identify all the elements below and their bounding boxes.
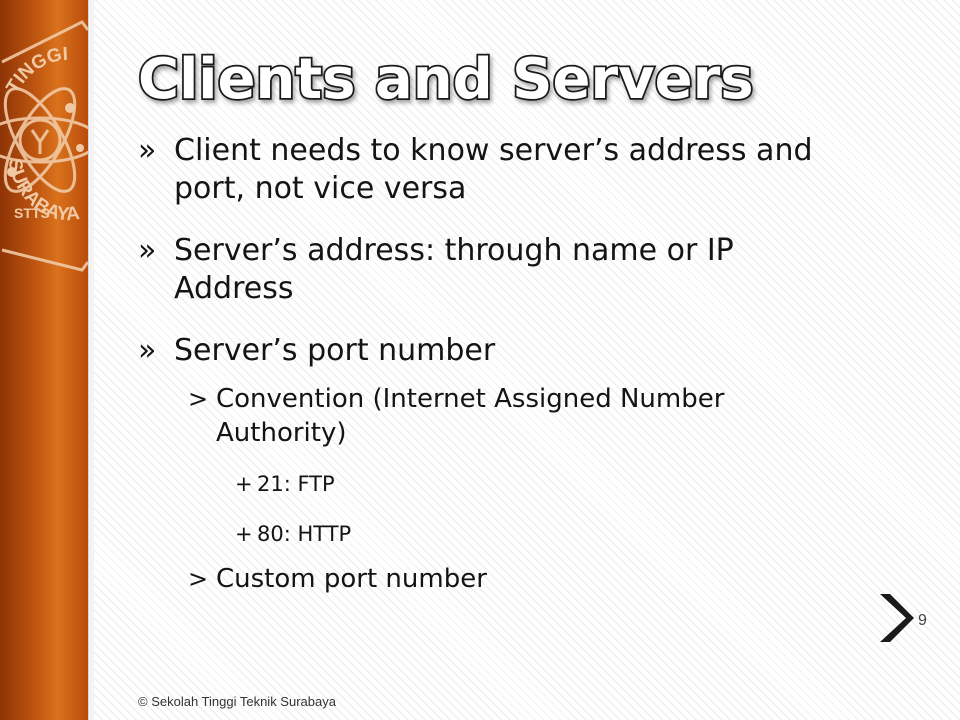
slide-title: Clients and Servers: [136, 30, 918, 120]
sub-bullet-text: Custom port number: [216, 564, 487, 594]
slide-title-text: Clients and Servers: [138, 47, 754, 112]
sub-bullet-marker: >: [188, 565, 209, 593]
bullet-marker: »: [138, 133, 157, 168]
atom-logo-icon: TINGGI STTS SURABAYA: [0, 20, 88, 272]
sub-sub-bullet-text: 80: HTTP: [257, 522, 352, 546]
bullet-item: » Server’s address: through name or IP A…: [138, 232, 858, 308]
stts-logo: TINGGI STTS SURABAYA: [0, 0, 88, 280]
sidebar-edge: [88, 0, 94, 720]
sub-sub-bullet-item: + 21: FTP: [138, 470, 858, 498]
bullet-text: Client needs to know server’s address an…: [174, 133, 813, 206]
bullet-text: Server’s port number: [174, 333, 496, 368]
bullet-list: » Client needs to know server’s address …: [138, 132, 858, 616]
sub-bullet-item: > Convention (Internet Assigned Number A…: [138, 382, 858, 450]
sub-bullet-item: > Custom port number: [138, 562, 858, 596]
bullet-item: » Server’s port number: [138, 332, 858, 370]
sub-sub-bullet-marker: +: [235, 522, 253, 546]
logo-center-text: STTS: [14, 205, 50, 221]
bullet-marker: »: [138, 233, 157, 268]
page-number: 9: [918, 612, 927, 629]
bullet-text: Server’s address: through name or IP Add…: [174, 233, 734, 306]
bullet-marker: »: [138, 333, 157, 368]
sub-bullet-marker: >: [188, 385, 209, 413]
sub-sub-bullet-marker: +: [235, 472, 253, 496]
bullet-item: » Client needs to know server’s address …: [138, 132, 858, 208]
footer-copyright: © Sekolah Tinggi Teknik Surabaya: [138, 694, 336, 709]
sub-bullet-text: Convention (Internet Assigned Number Aut…: [216, 384, 725, 448]
sub-sub-bullet-text: 21: FTP: [257, 472, 335, 496]
chevron-right-icon: [876, 590, 916, 646]
sub-sub-bullet-item: + 80: HTTP: [138, 520, 858, 548]
